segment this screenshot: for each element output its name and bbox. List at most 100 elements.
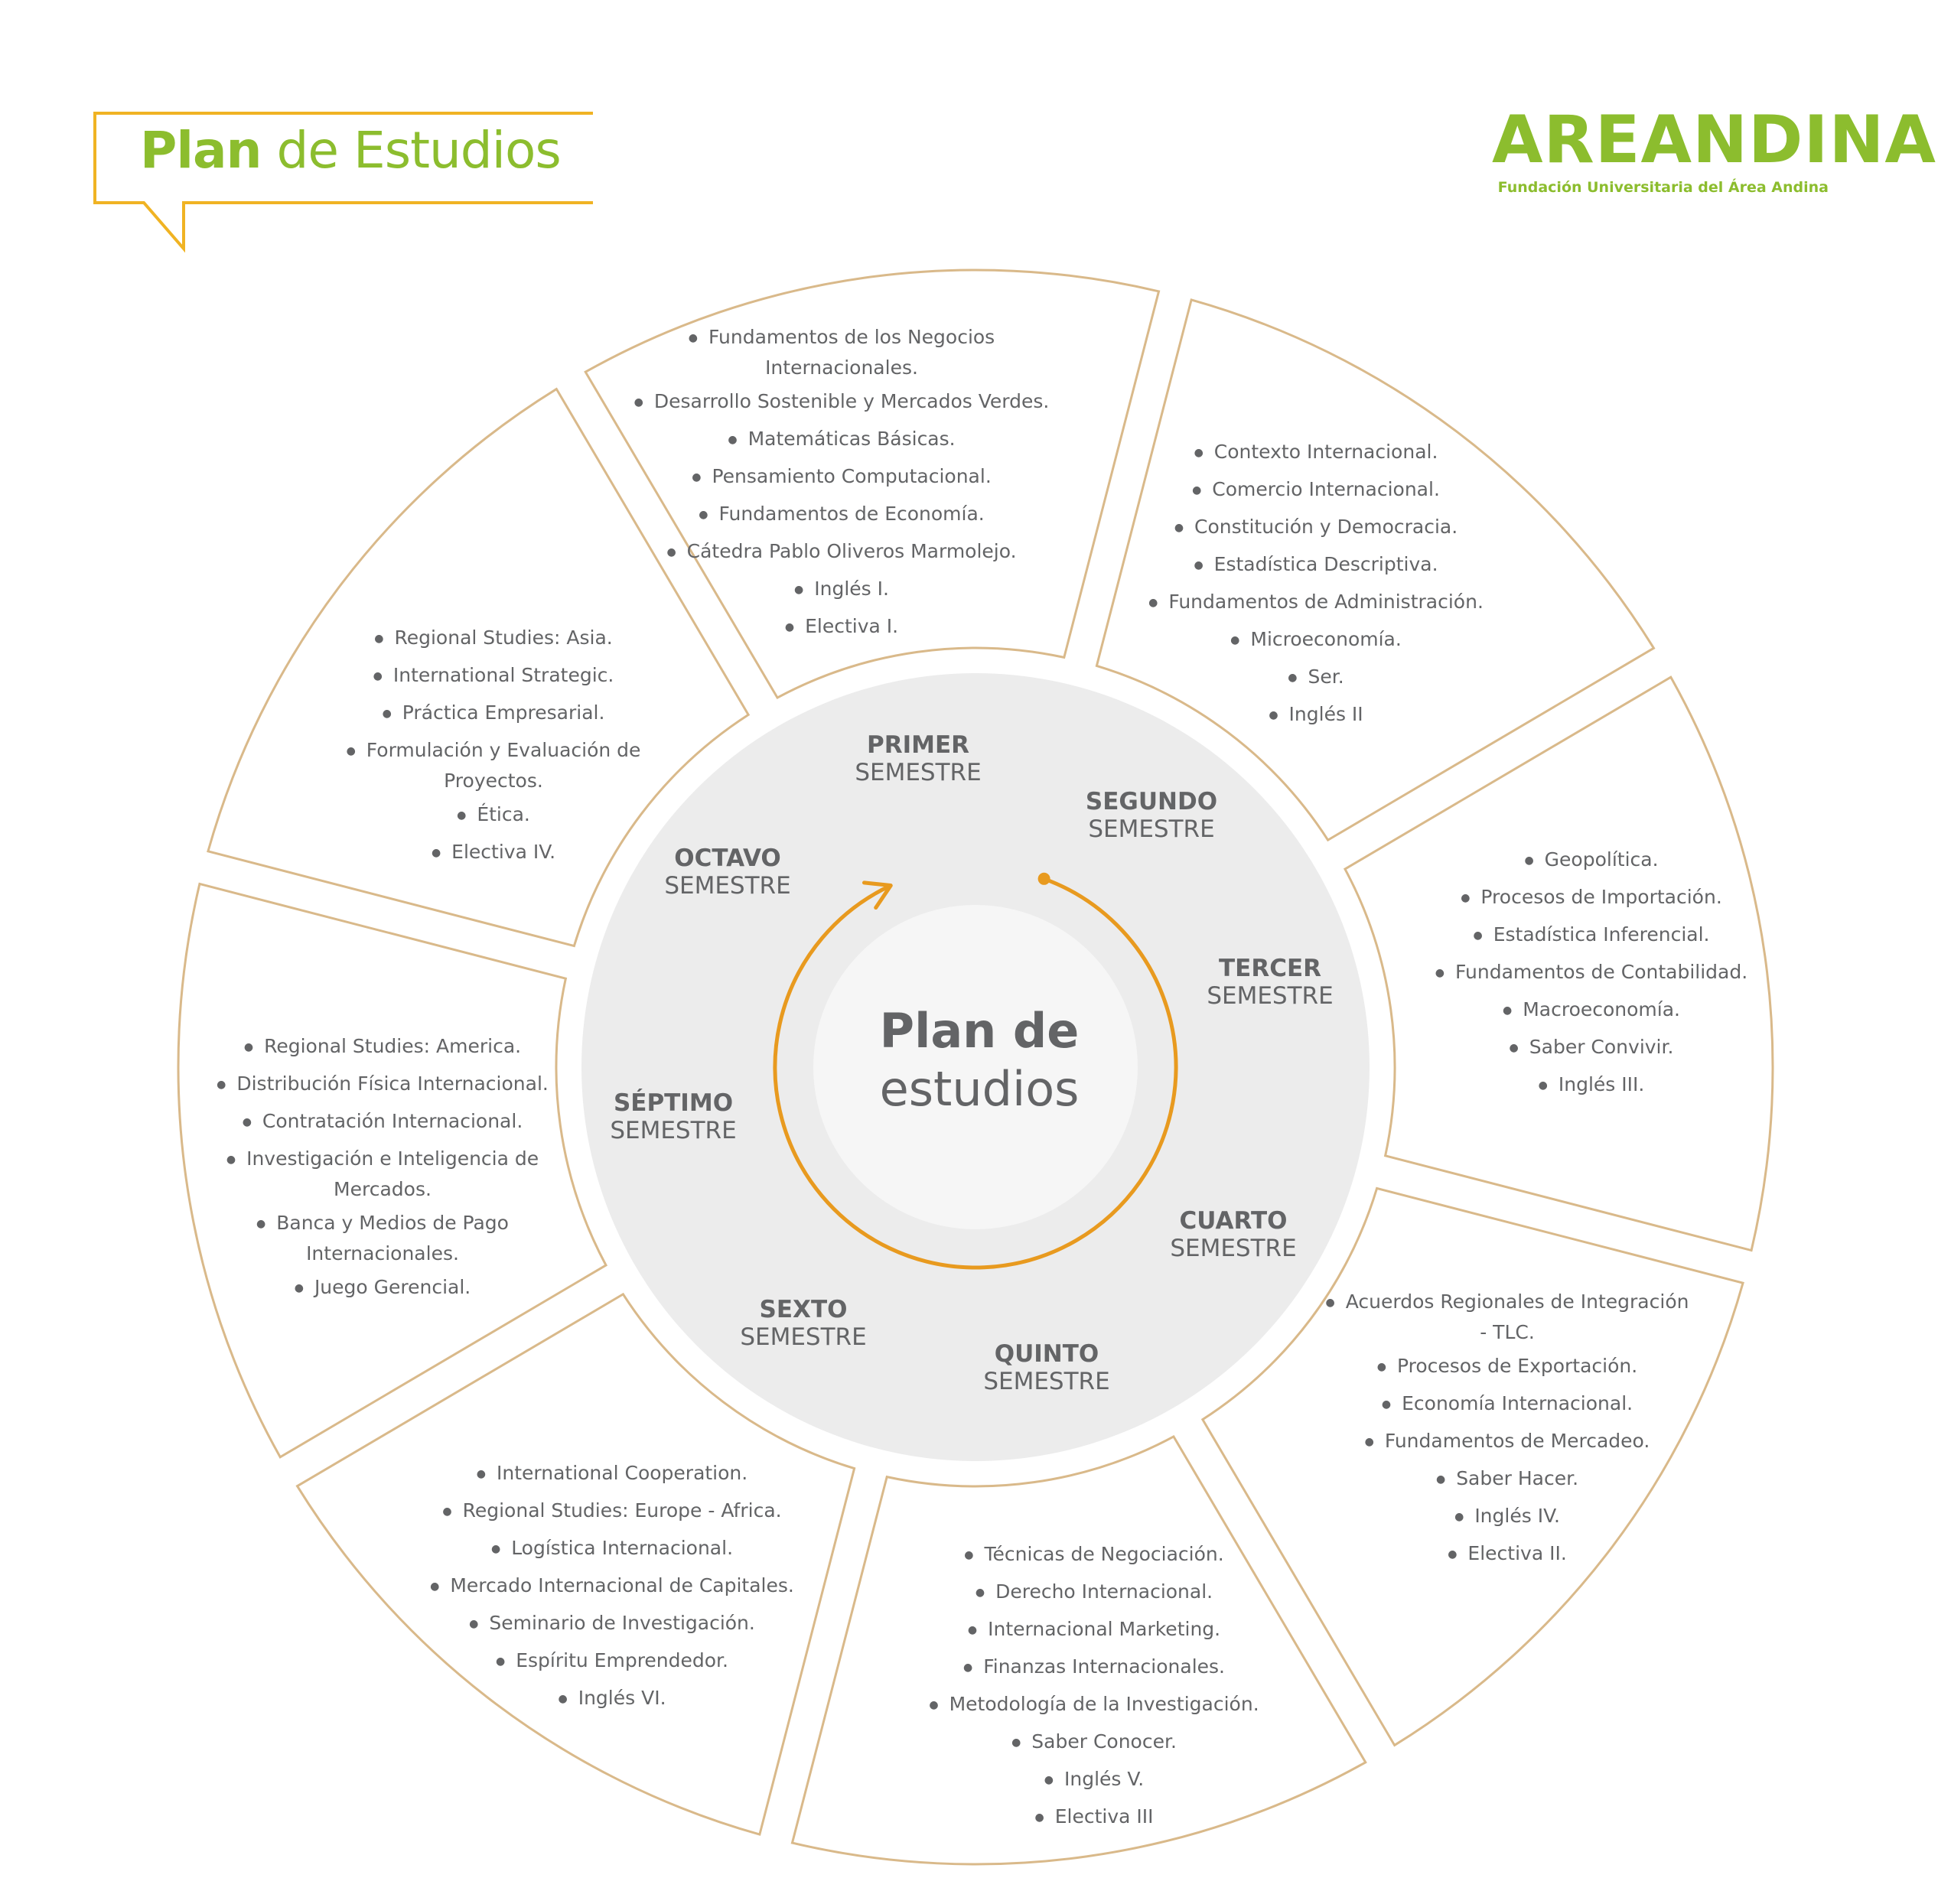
course-item: Electiva III — [895, 1803, 1293, 1834]
course-item: International Cooperation. — [398, 1460, 826, 1490]
course-item: Seminario de Investigación. — [398, 1609, 826, 1640]
course-item: Espíritu Emprendedor. — [398, 1647, 826, 1678]
semester-ordinal: SEGUNDO — [1085, 788, 1218, 815]
semester-label-1: PRIMER SEMESTRE — [842, 731, 995, 786]
course-item: Procesos de Exportación. — [1324, 1352, 1691, 1383]
cycle-arrow-head — [862, 880, 893, 910]
course-item: Finanzas Internacionales. — [895, 1653, 1293, 1684]
course-item: Ser. — [1109, 663, 1523, 694]
course-item: Práctica Empresarial. — [321, 699, 666, 730]
course-item: Acuerdos Regionales de Integración - TLC… — [1324, 1288, 1691, 1346]
course-item: Fundamentos de Administración. — [1109, 588, 1523, 619]
course-item: Fundamentos de Mercadeo. — [1324, 1427, 1691, 1458]
course-item: Banca y Medios de Pago Internacionales. — [210, 1209, 555, 1267]
semester-ordinal: PRIMER — [866, 731, 970, 759]
course-item: Cátedra Pablo Oliveros Marmolejo. — [620, 538, 1063, 568]
course-item: Economía Internacional. — [1324, 1390, 1691, 1421]
semester-ordinal: SEXTO — [759, 1296, 848, 1323]
semester-word: SEMESTRE — [664, 872, 791, 900]
course-item: Regional Studies: Asia. — [321, 624, 666, 655]
center-title-line1: Plan de — [879, 1003, 1080, 1059]
course-item: Constitución y Democracia. — [1109, 513, 1523, 544]
course-item: Metodología de la Investigación. — [895, 1691, 1293, 1721]
brand-logo-subtitle: Fundación Universitaria del Área Andina — [1497, 179, 1829, 196]
semester-ordinal: OCTAVO — [674, 845, 781, 872]
course-item: Investigación e Inteligencia de Mercados… — [210, 1145, 555, 1203]
course-item: Pensamiento Computacional. — [620, 463, 1063, 493]
semester-ordinal: TERCER — [1219, 955, 1321, 982]
semester-word: SEMESTRE — [1207, 982, 1334, 1010]
course-list-semester-3: Geopolítica. Procesos de Importación. Esta… — [1385, 846, 1798, 1108]
course-item: Inglés V. — [895, 1766, 1293, 1796]
semester-ordinal: CUARTO — [1179, 1207, 1288, 1235]
semester-ordinal: SÉPTIMO — [613, 1089, 734, 1117]
course-item: Regional Studies: America. — [210, 1033, 555, 1063]
semester-label-8: OCTAVO SEMESTRE — [651, 845, 804, 900]
course-item: Saber Convivir. — [1385, 1033, 1798, 1064]
header-bubble — [93, 112, 593, 253]
semester-label-2: SEGUNDO SEMESTRE — [1071, 788, 1232, 843]
course-item: Macroeconomía. — [1385, 996, 1798, 1027]
course-item: Inglés III. — [1385, 1071, 1798, 1102]
course-item: Inglés VI. — [398, 1684, 826, 1715]
semester-label-4: CUARTO SEMESTRE — [1157, 1207, 1310, 1262]
course-list-semester-8: Regional Studies: Asia. International Str… — [321, 624, 666, 876]
center-disk — [813, 905, 1138, 1229]
semester-word: SEMESTRE — [1170, 1235, 1297, 1262]
course-item: Inglés IV. — [1324, 1502, 1691, 1533]
course-item: Electiva I. — [620, 613, 1063, 643]
course-list-semester-2: Contexto Internacional. Comercio Internac… — [1109, 438, 1523, 738]
page-title: Plan de Estudios — [140, 121, 562, 180]
course-item: Estadística Inferencial. — [1385, 921, 1798, 952]
semester-word: SEMESTRE — [610, 1117, 737, 1144]
semester-word: SEMESTRE — [1088, 815, 1215, 843]
cycle-arrow-start-dot — [1037, 872, 1050, 885]
course-item: Juego Gerencial. — [210, 1274, 555, 1304]
semester-word: SEMESTRE — [983, 1368, 1110, 1395]
course-item: Mercado Internacional de Capitales. — [398, 1572, 826, 1603]
course-item: Logística Internacional. — [398, 1535, 826, 1565]
course-item: Contratación Internacional. — [210, 1108, 555, 1138]
page-title-bold: Plan — [140, 121, 262, 180]
course-item: Distribución Física Internacional. — [210, 1070, 555, 1101]
course-item: Procesos de Importación. — [1385, 884, 1798, 914]
course-item: Regional Studies: Europe - Africa. — [398, 1497, 826, 1528]
course-list-semester-4: Acuerdos Regionales de Integración - TLC… — [1324, 1288, 1691, 1577]
semester-label-7: SÉPTIMO SEMESTRE — [597, 1089, 750, 1144]
course-item: Desarrollo Sostenible y Mercados Verdes. — [620, 388, 1063, 418]
course-item: Comercio Internacional. — [1109, 476, 1523, 506]
center-title: Plan de estudios — [826, 1002, 1132, 1118]
course-list-semester-5: Técnicas de Negociación. Derecho Internac… — [895, 1541, 1293, 1841]
semester-label-5: QUINTO SEMESTRE — [970, 1340, 1123, 1395]
course-list-semester-7: Regional Studies: America. Distribución F… — [210, 1033, 555, 1311]
course-item: Inglés I. — [620, 575, 1063, 606]
course-item: Internacional Marketing. — [895, 1616, 1293, 1646]
semester-word: SEMESTRE — [740, 1323, 867, 1351]
course-item: Ética. — [321, 801, 666, 832]
course-item: International Strategic. — [321, 662, 666, 692]
center-title-line2: estudios — [879, 1061, 1080, 1117]
course-list-semester-1: Fundamentos de los Negocios Internaciona… — [620, 324, 1063, 650]
course-item: Electiva IV. — [321, 838, 666, 869]
course-item: Geopolítica. — [1385, 846, 1798, 877]
page-title-rest: de Estudios — [261, 121, 562, 180]
course-item: Formulación y Evaluación de Proyectos. — [321, 737, 666, 794]
course-item: Inglés II — [1109, 701, 1523, 731]
course-item: Electiva II. — [1324, 1540, 1691, 1570]
course-item: Contexto Internacional. — [1109, 438, 1523, 469]
semester-word: SEMESTRE — [855, 759, 982, 786]
semester-label-3: TERCER SEMESTRE — [1194, 955, 1347, 1010]
semester-ordinal: QUINTO — [994, 1340, 1099, 1368]
course-list-semester-6: International Cooperation. Regional Studi… — [398, 1460, 826, 1722]
course-item: Fundamentos de los Negocios Internaciona… — [620, 324, 1063, 381]
course-item: Fundamentos de Economía. — [620, 500, 1063, 531]
course-item: Técnicas de Negociación. — [895, 1541, 1293, 1571]
course-item: Estadística Descriptiva. — [1109, 551, 1523, 581]
cycle-arrow-arc — [773, 877, 1178, 1270]
course-item: Matemáticas Básicas. — [620, 425, 1063, 456]
semester-label-6: SEXTO SEMESTRE — [727, 1296, 880, 1351]
course-item: Saber Hacer. — [1324, 1465, 1691, 1496]
course-item: Fundamentos de Contabilidad. — [1385, 959, 1798, 989]
course-item: Derecho Internacional. — [895, 1578, 1293, 1609]
